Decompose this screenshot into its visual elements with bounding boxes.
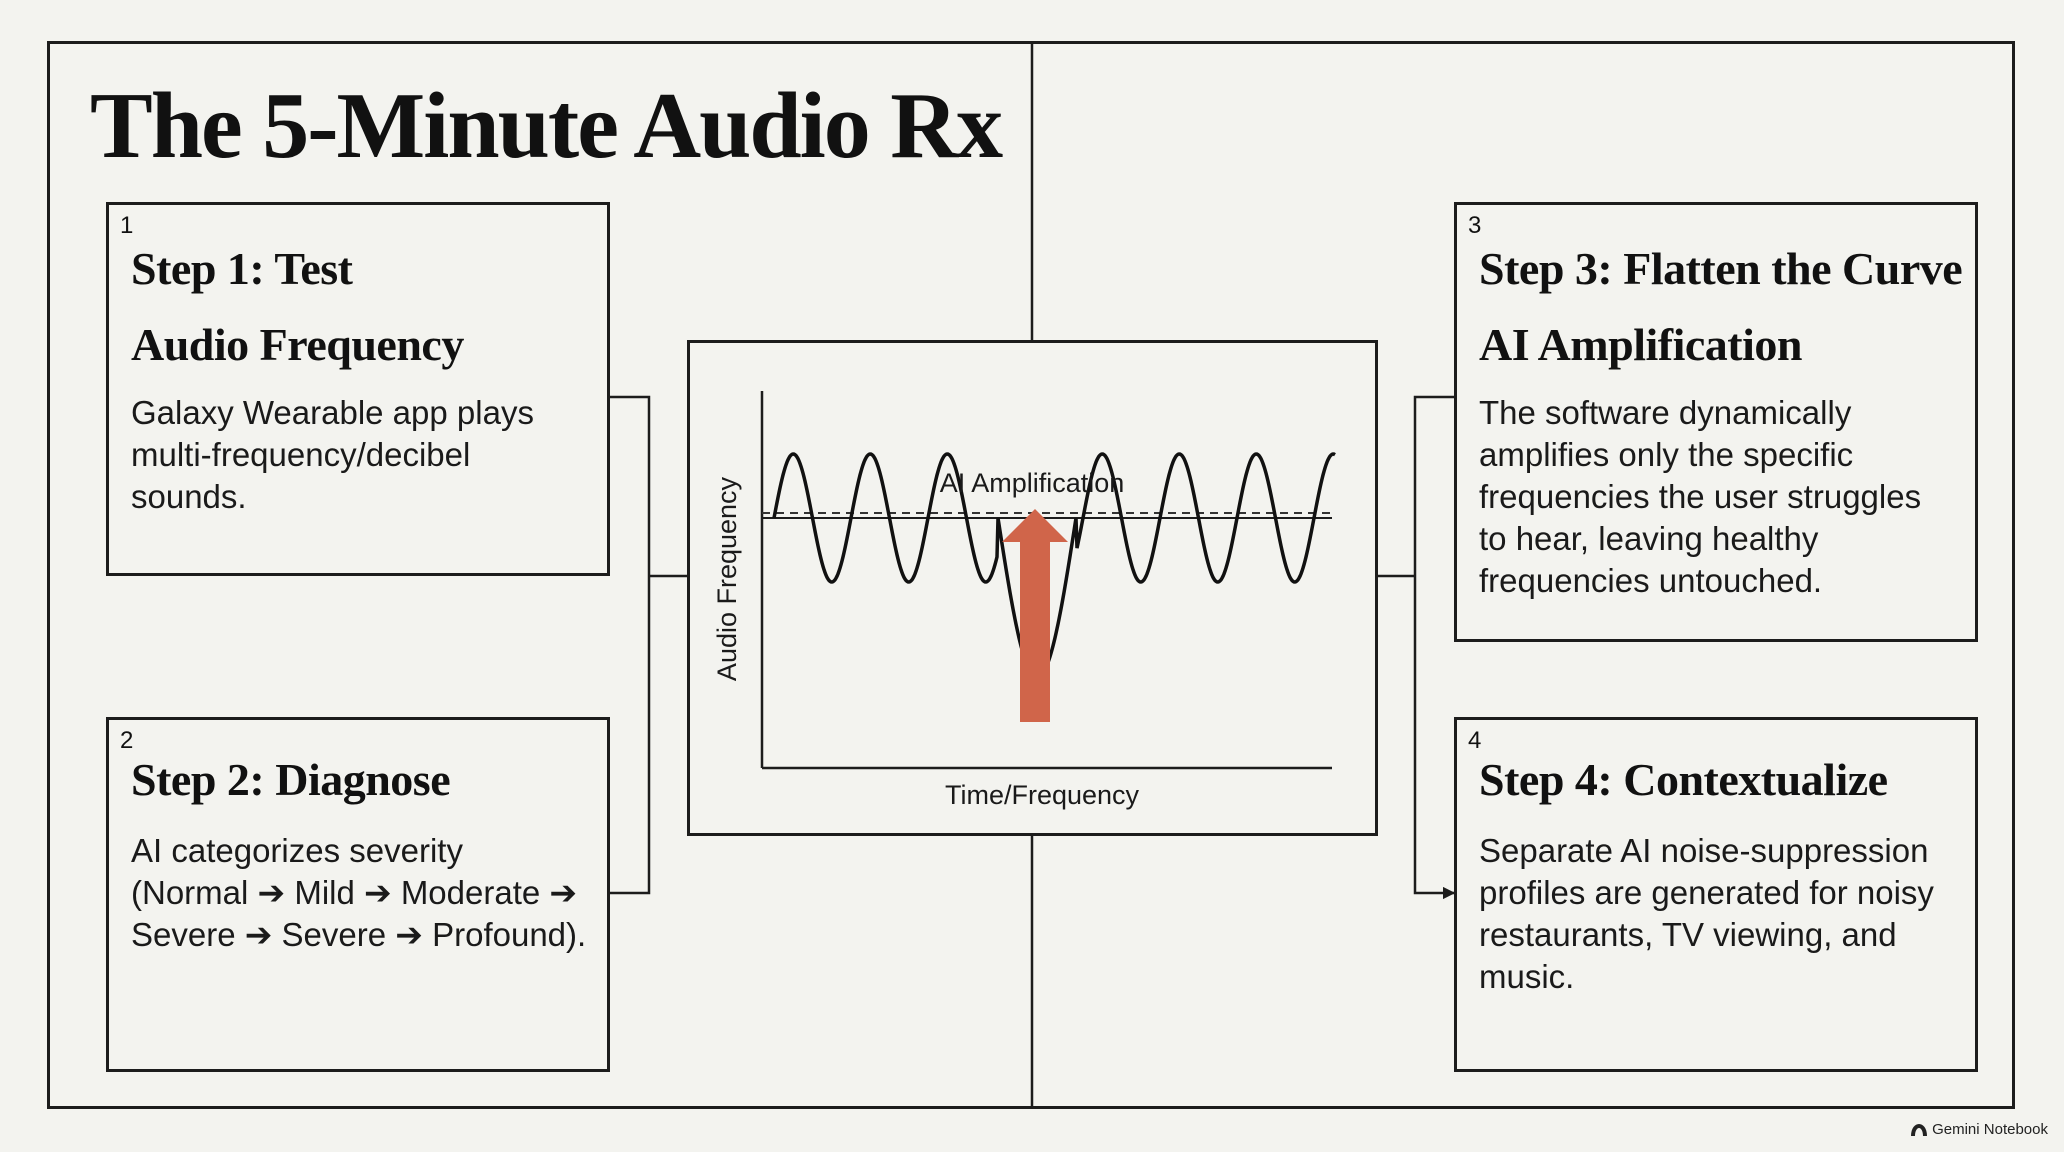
step-description: Separate AI noise-suppression profiles a…: [1479, 832, 1934, 995]
connector-right-bracket: [1413, 390, 1466, 900]
gemini-notebook-icon: [1911, 1123, 1928, 1136]
step-heading: Step 1: Test: [131, 243, 353, 294]
step-description: The software dynamically amplifies only …: [1479, 394, 1922, 599]
step-description: Galaxy Wearable app plays multi-frequenc…: [131, 394, 534, 515]
step-heading: Step 3: Flatten the Curve: [1479, 243, 1963, 294]
step-heading: Step 4: Contextualize: [1479, 754, 1888, 805]
y-axis-label: Audio Frequency: [712, 476, 742, 681]
audio-waveform: [772, 452, 1336, 680]
step-number: 2: [120, 727, 134, 754]
step-number: 1: [120, 212, 134, 239]
step-heading: Step 2: Diagnose: [131, 754, 451, 805]
step-card-4: 4 Step 4: Contextualize Separate AI nois…: [1454, 717, 1978, 1072]
watermark: Gemini Notebook: [1910, 1121, 2048, 1138]
step-card-1: 1 Step 1: Test Audio Frequency Galaxy We…: [106, 202, 610, 576]
step-subheading: AI Amplification: [1479, 319, 1802, 370]
step-number: 4: [1468, 727, 1482, 754]
watermark-text: Gemini Notebook: [1932, 1121, 2048, 1138]
waveform-chart: AI Amplification Time/Frequency Audio Fr…: [712, 391, 1336, 810]
chart-annotation: AI Amplification: [940, 468, 1125, 498]
x-axis-label: Time/Frequency: [945, 780, 1140, 810]
connector-left-bracket: [609, 395, 651, 895]
step-number: 3: [1468, 212, 1482, 239]
step-card-3: 3 Step 3: Flatten the Curve AI Amplifica…: [1454, 202, 1978, 642]
page-title: The 5-Minute Audio Rx: [90, 74, 1003, 178]
ai-amplification-arrow: [1002, 509, 1068, 722]
amplification-chart: AI Amplification Time/Frequency Audio Fr…: [687, 340, 1378, 836]
step-subheading: Audio Frequency: [131, 319, 464, 370]
step-description: AI categorizes severity (Normal ➔ Mild ➔…: [131, 832, 587, 953]
step-card-2: 2 Step 2: Diagnose AI categorizes severi…: [106, 717, 610, 1072]
